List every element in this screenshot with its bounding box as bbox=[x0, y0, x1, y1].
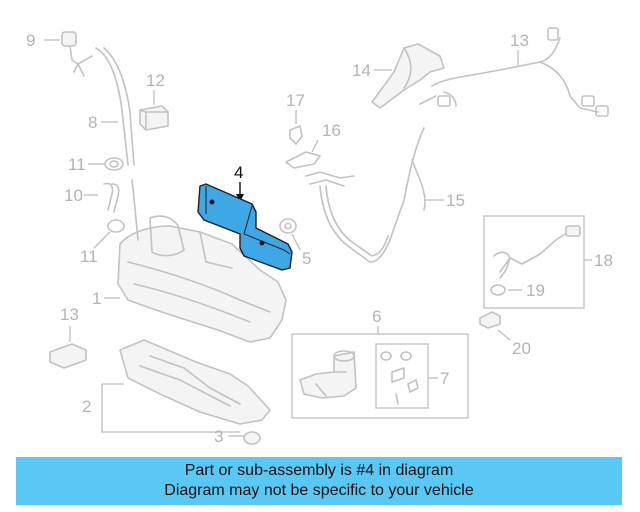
part-16-line: 15 bbox=[305, 127, 465, 263]
callout-15: 14 bbox=[352, 61, 371, 80]
callout-3: 3 bbox=[214, 427, 223, 446]
part-21-grommet: 20 bbox=[479, 311, 531, 358]
callout-13: 13 bbox=[60, 305, 79, 324]
part-1-fuel-tank: 1 bbox=[92, 179, 287, 343]
part-2-skid-plate: 2 bbox=[82, 339, 271, 433]
callout-19: 18 bbox=[594, 251, 613, 270]
info-banner: Part or sub-assembly is #4 in diagram Di… bbox=[16, 457, 622, 505]
callout-8: 8 bbox=[88, 113, 97, 132]
part-5-washer: 5 bbox=[279, 218, 311, 268]
part-11-clamp-lower: 11 bbox=[80, 219, 125, 266]
part-19-sensor-box: 18 19 bbox=[483, 215, 613, 309]
callout-2: 2 bbox=[82, 397, 91, 416]
part-14-harness: 13 bbox=[419, 27, 609, 117]
callout-7: 7 bbox=[440, 369, 449, 388]
part-4-bracket: 4 bbox=[197, 163, 293, 271]
callout-17: 16 bbox=[322, 121, 341, 140]
part-12-block: 12 bbox=[139, 71, 169, 131]
callout-10: 10 bbox=[64, 186, 83, 205]
part-10-hose: 10 bbox=[64, 182, 120, 213]
callout-5: 5 bbox=[302, 249, 311, 268]
part-17-bracket: 16 bbox=[285, 121, 341, 169]
callout-18: 17 bbox=[286, 91, 305, 110]
part-3-bolt: 3 bbox=[214, 427, 261, 446]
callout-12: 12 bbox=[146, 71, 165, 90]
banner-line-2: Diagram may not be specific to your vehi… bbox=[164, 482, 474, 499]
callout-4: 4 bbox=[234, 163, 243, 182]
part-9-cap: 9 bbox=[26, 31, 135, 166]
parts-diagram: 9 8 12 11 10 11 1 bbox=[26, 27, 613, 446]
part-8-hose: 8 bbox=[88, 113, 118, 132]
callout-14: 13 bbox=[510, 31, 529, 50]
part-6-assembly-box: 6 7 bbox=[291, 307, 469, 419]
part-15-bracket: 14 bbox=[352, 43, 445, 109]
part-13-block: 13 bbox=[49, 305, 87, 369]
callout-11b: 11 bbox=[80, 247, 98, 266]
part-11-clamp-upper: 11 bbox=[68, 155, 124, 174]
part-18-clip: 17 bbox=[286, 91, 305, 145]
banner-line-1: Part or sub-assembly is #4 in diagram bbox=[184, 462, 454, 479]
callout-20: 19 bbox=[526, 281, 545, 300]
callout-16: 15 bbox=[446, 191, 465, 210]
bracket-shape bbox=[197, 183, 293, 271]
callout-6: 6 bbox=[372, 307, 381, 326]
callout-11a: 11 bbox=[68, 155, 86, 174]
callout-9: 9 bbox=[26, 31, 35, 50]
callout-1: 1 bbox=[92, 289, 101, 308]
callout-21: 20 bbox=[512, 339, 531, 358]
